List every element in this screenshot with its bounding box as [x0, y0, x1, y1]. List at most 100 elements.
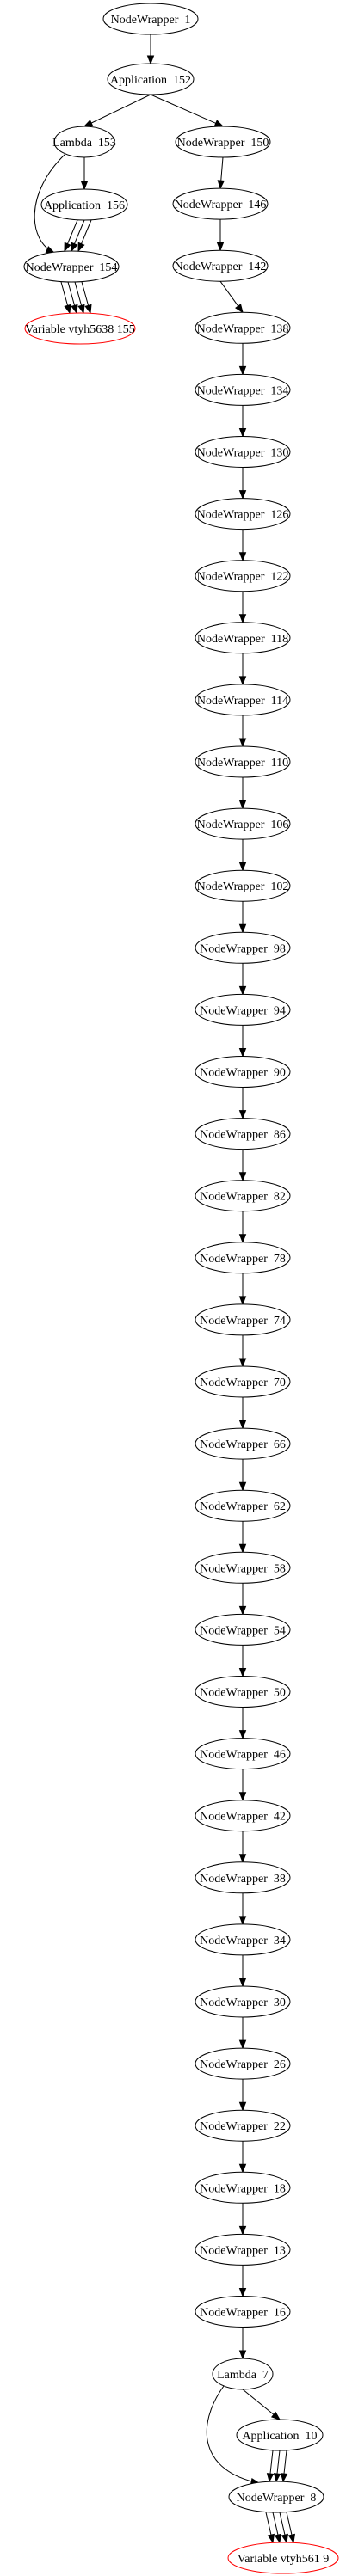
node-n98: NodeWrapper 98	[195, 931, 291, 964]
node-label: Lambda 153	[52, 137, 116, 150]
node-ellipse	[172, 249, 269, 282]
node-n146: NodeWrapper 146	[172, 187, 269, 220]
node-ellipse	[195, 373, 291, 406]
node-ellipse	[195, 622, 291, 654]
node-ellipse	[195, 1180, 291, 1212]
edge-n154-v155-1	[60, 281, 71, 315]
node-n26: NodeWrapper 26	[195, 2047, 291, 2080]
node-n66: NodeWrapper 66	[195, 1427, 291, 1460]
node-label: NodeWrapper 142	[175, 261, 267, 273]
node-n58: NodeWrapper 58	[195, 1551, 291, 1584]
edge-n126-n122	[238, 529, 247, 562]
node-label: Variable vtyh5638 155	[25, 323, 135, 336]
node-label: NodeWrapper 8	[237, 2492, 317, 2505]
node-v9: Variable vtyh561 9	[227, 2542, 339, 2574]
node-a152: Application 152	[107, 63, 195, 95]
edge-n62-n58	[238, 1521, 247, 1554]
node-label: NodeWrapper 102	[197, 880, 289, 893]
node-label: NodeWrapper 146	[175, 199, 267, 212]
node-n130: NodeWrapper 130	[195, 436, 291, 468]
node-n78: NodeWrapper 78	[195, 1242, 291, 1274]
node-label: NodeWrapper 70	[200, 1377, 286, 1389]
node-ellipse	[195, 1676, 291, 1708]
edge-a152-n150	[150, 94, 225, 127]
node-label: NodeWrapper 13	[200, 2244, 286, 2257]
node-n34: NodeWrapper 34	[195, 1923, 291, 1956]
node-n122: NodeWrapper 122	[195, 560, 291, 592]
node-ellipse	[195, 1738, 291, 1770]
node-label: Application 152	[110, 74, 191, 87]
node-ellipse	[195, 807, 291, 840]
edge-l153-a156	[80, 157, 89, 191]
node-label: NodeWrapper 54	[200, 1624, 286, 1637]
node-label: NodeWrapper 66	[200, 1438, 286, 1451]
edge-n13-n16	[238, 2265, 247, 2297]
node-n138: NodeWrapper 138	[195, 311, 291, 344]
node-label: Lambda 7	[217, 2369, 269, 2382]
node-n142: NodeWrapper 142	[172, 249, 269, 282]
node-ellipse	[195, 560, 291, 592]
node-n18: NodeWrapper 18	[195, 2171, 291, 2204]
node-n134: NodeWrapper 134	[195, 373, 291, 406]
edge-a10-n8-3	[280, 2450, 288, 2483]
edge-n18-n13	[238, 2203, 247, 2236]
node-ellipse	[195, 2233, 291, 2266]
edge-n74-n70	[238, 1334, 247, 1368]
node-label: NodeWrapper 122	[197, 571, 289, 584]
node-ellipse	[172, 187, 269, 220]
node-n13: NodeWrapper 13	[195, 2233, 291, 2266]
edge-l7-a10	[242, 2389, 281, 2420]
edge-n78-n74	[238, 1273, 247, 1306]
node-label: NodeWrapper 134	[197, 384, 289, 397]
edges-layer	[34, 34, 296, 2544]
node-ellipse	[23, 250, 120, 283]
node-ellipse	[195, 1303, 291, 1336]
edge-a156-n154-1	[64, 219, 78, 253]
node-label: NodeWrapper 16	[200, 2307, 286, 2320]
node-label: NodeWrapper 130	[197, 447, 289, 460]
edge-n30-n26	[238, 2017, 247, 2050]
node-ellipse	[195, 869, 291, 902]
edge-n102-n98	[238, 901, 247, 934]
node-ellipse	[195, 745, 291, 778]
edge-a10-n8-1	[266, 2450, 275, 2483]
edge-n26-n22	[238, 2079, 247, 2112]
node-n94: NodeWrapper 94	[195, 993, 291, 1026]
edge-n90-n86	[238, 1087, 247, 1119]
node-label: NodeWrapper 126	[197, 509, 289, 522]
edge-n98-n94	[238, 963, 247, 996]
node-label: NodeWrapper 138	[197, 322, 289, 335]
edge-n154-v155-4	[81, 281, 92, 315]
edge-n66-n62	[238, 1459, 247, 1492]
node-label: NodeWrapper 114	[197, 695, 288, 708]
edge-n58-n54	[238, 1583, 247, 1616]
node-ellipse	[195, 931, 291, 964]
edge-n150-n146	[217, 156, 225, 190]
node-ellipse	[195, 1800, 291, 1832]
node-label: NodeWrapper 90	[200, 1067, 286, 1080]
node-n106: NodeWrapper 106	[195, 807, 291, 840]
node-n74: NodeWrapper 74	[195, 1303, 291, 1336]
edge-n110-n106	[238, 777, 247, 810]
node-n42: NodeWrapper 42	[195, 1800, 291, 1832]
node-ellipse	[195, 1613, 291, 1646]
node-label: NodeWrapper 94	[200, 1004, 286, 1017]
node-ellipse	[195, 2109, 291, 2142]
node-n1: NodeWrapper 1	[102, 3, 199, 35]
node-ellipse	[195, 1242, 291, 1274]
edge-n118-n114	[238, 653, 247, 686]
node-label: NodeWrapper 62	[200, 1500, 286, 1513]
node-ellipse	[195, 993, 291, 1026]
node-n70: NodeWrapper 70	[195, 1365, 291, 1398]
edge-a156-n154-3	[77, 219, 92, 253]
node-ellipse	[195, 1365, 291, 1398]
edge-a152-l153	[83, 94, 151, 127]
node-n50: NodeWrapper 50	[195, 1676, 291, 1708]
node-ellipse	[212, 2358, 274, 2390]
node-n102: NodeWrapper 102	[195, 869, 291, 902]
node-label: NodeWrapper 1	[111, 14, 191, 27]
edge-n8-v9-1	[265, 2512, 275, 2544]
edge-n134-n130	[238, 405, 247, 438]
node-v155: Variable vtyh5638 155	[24, 312, 136, 345]
